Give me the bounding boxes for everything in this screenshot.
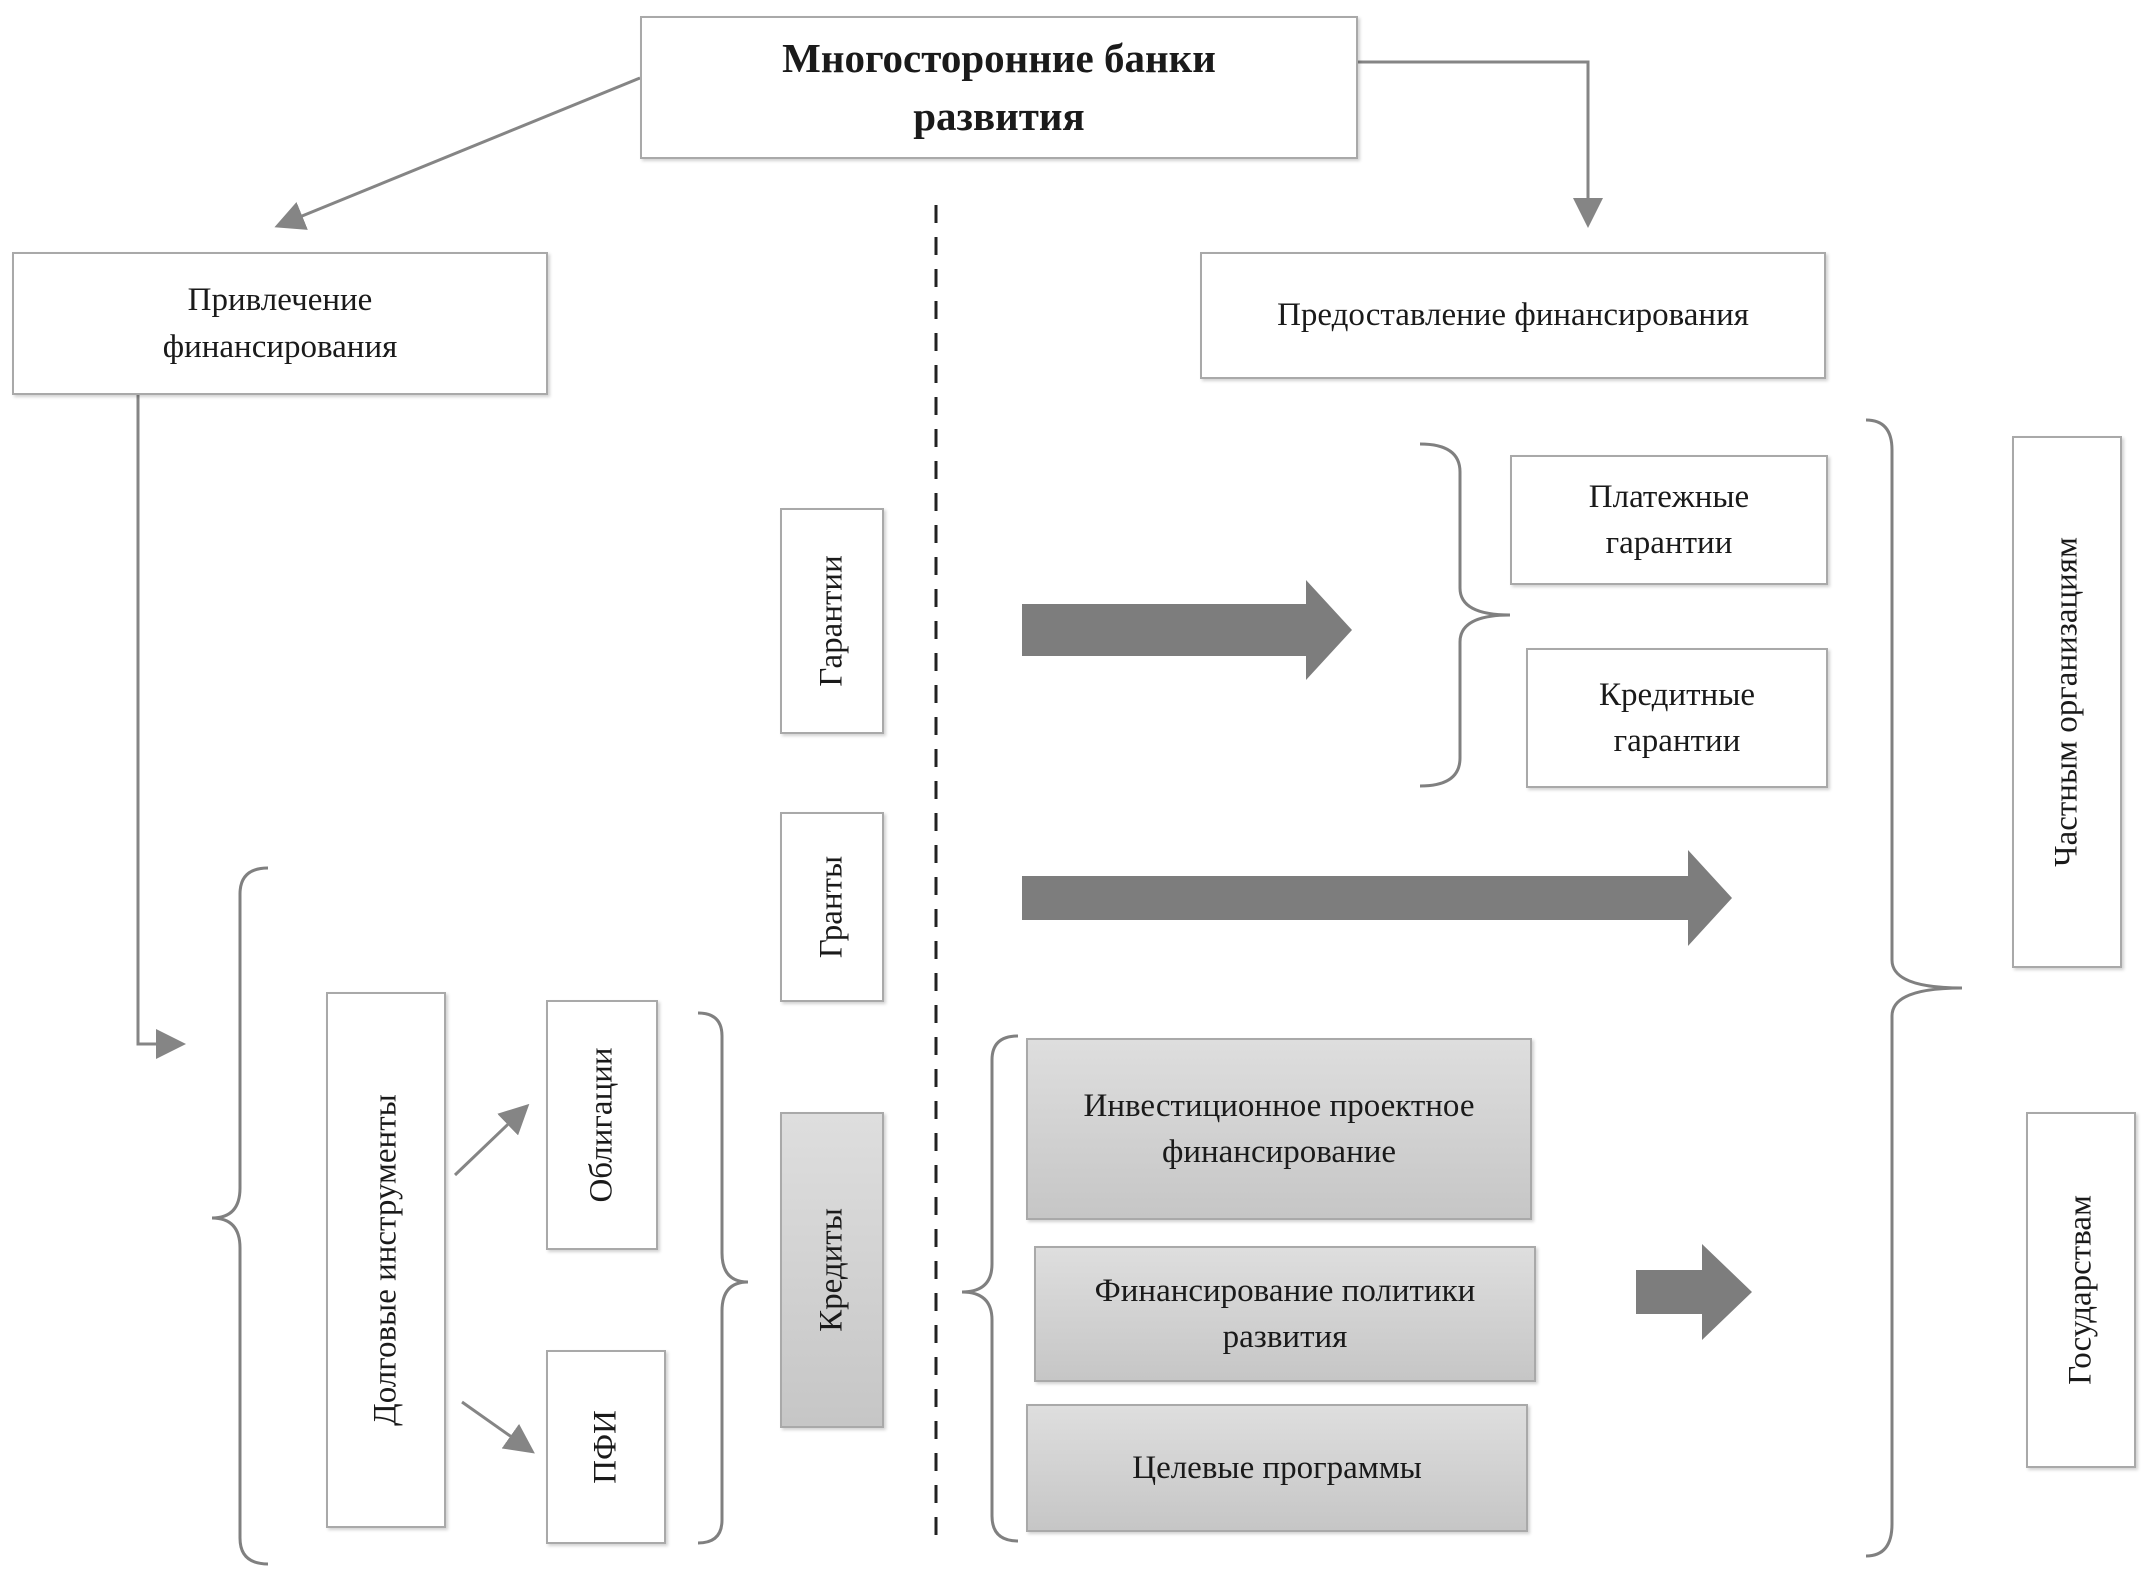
brace-guarantee-types [1419, 442, 1511, 788]
targeted-programs-label: Целевые программы [1132, 1449, 1422, 1486]
grants-label: Гранты [813, 855, 850, 959]
credit-guarantees-label: Кредитные гарантии [1598, 676, 1756, 759]
bonds-label: Облигации [583, 1047, 620, 1203]
private-organizations-label: Частным организациям [2048, 537, 2085, 867]
raising-financing-box: Привлечение финансирования [12, 252, 548, 395]
title-box: Многосторонние банки развития [640, 16, 1358, 159]
arrow-title-to-providing [1358, 60, 1603, 228]
targeted-programs-box: Целевые программы [1026, 1404, 1528, 1532]
brace-recipients [1865, 418, 1963, 1558]
raising-financing-label: Привлечение финансирования [162, 282, 398, 365]
guarantees-box: Гарантии [780, 508, 884, 734]
providing-financing-label: Предоставление финансирования [1277, 297, 1749, 334]
loans-label: Кредиты [813, 1208, 850, 1332]
providing-financing-box: Предоставление финансирования [1200, 252, 1826, 379]
arrow-debt-to-bonds [453, 1103, 530, 1177]
bonds-box: Облигации [546, 1000, 658, 1250]
payment-guarantees-label: Платежные гарантии [1588, 478, 1750, 561]
debt-instruments-box: Долговые инструменты [326, 992, 446, 1528]
grants-box: Гранты [780, 812, 884, 1002]
brace-bonds-derivatives [697, 1011, 749, 1545]
derivatives-label: ПФИ [587, 1410, 624, 1484]
brace-instruments [211, 866, 269, 1566]
investment-project-financing-box: Инвестиционное проектное финансирование [1026, 1038, 1532, 1220]
guarantees-label: Гарантии [813, 555, 850, 687]
governments-label: Государствам [2062, 1195, 2099, 1385]
derivatives-box: ПФИ [546, 1350, 666, 1544]
arrow-debt-to-derivatives [461, 1400, 535, 1454]
development-policy-financing-label: Финансирование политики развития [1094, 1272, 1476, 1355]
diagram-title: Многосторонние банки развития [782, 35, 1216, 139]
investment-project-financing-label: Инвестиционное проектное финансирование [1083, 1087, 1475, 1170]
payment-guarantees-box: Платежные гарантии [1510, 455, 1828, 585]
block-arrow-guarantees [1022, 580, 1352, 680]
brace-loan-types [961, 1034, 1019, 1543]
debt-instruments-label: Долговые инструменты [367, 1094, 404, 1426]
development-policy-financing-box: Финансирование политики развития [1034, 1246, 1536, 1382]
governments-box: Государствам [2026, 1112, 2136, 1468]
block-arrow-loans [1636, 1244, 1752, 1340]
block-arrow-grants [1022, 850, 1732, 946]
arrow-title-to-raising [274, 76, 641, 230]
private-organizations-box: Частным организациям [2012, 436, 2122, 968]
loans-box: Кредиты [780, 1112, 884, 1428]
credit-guarantees-box: Кредитные гарантии [1526, 648, 1828, 788]
arrow-raising-to-instruments [136, 395, 186, 1059]
